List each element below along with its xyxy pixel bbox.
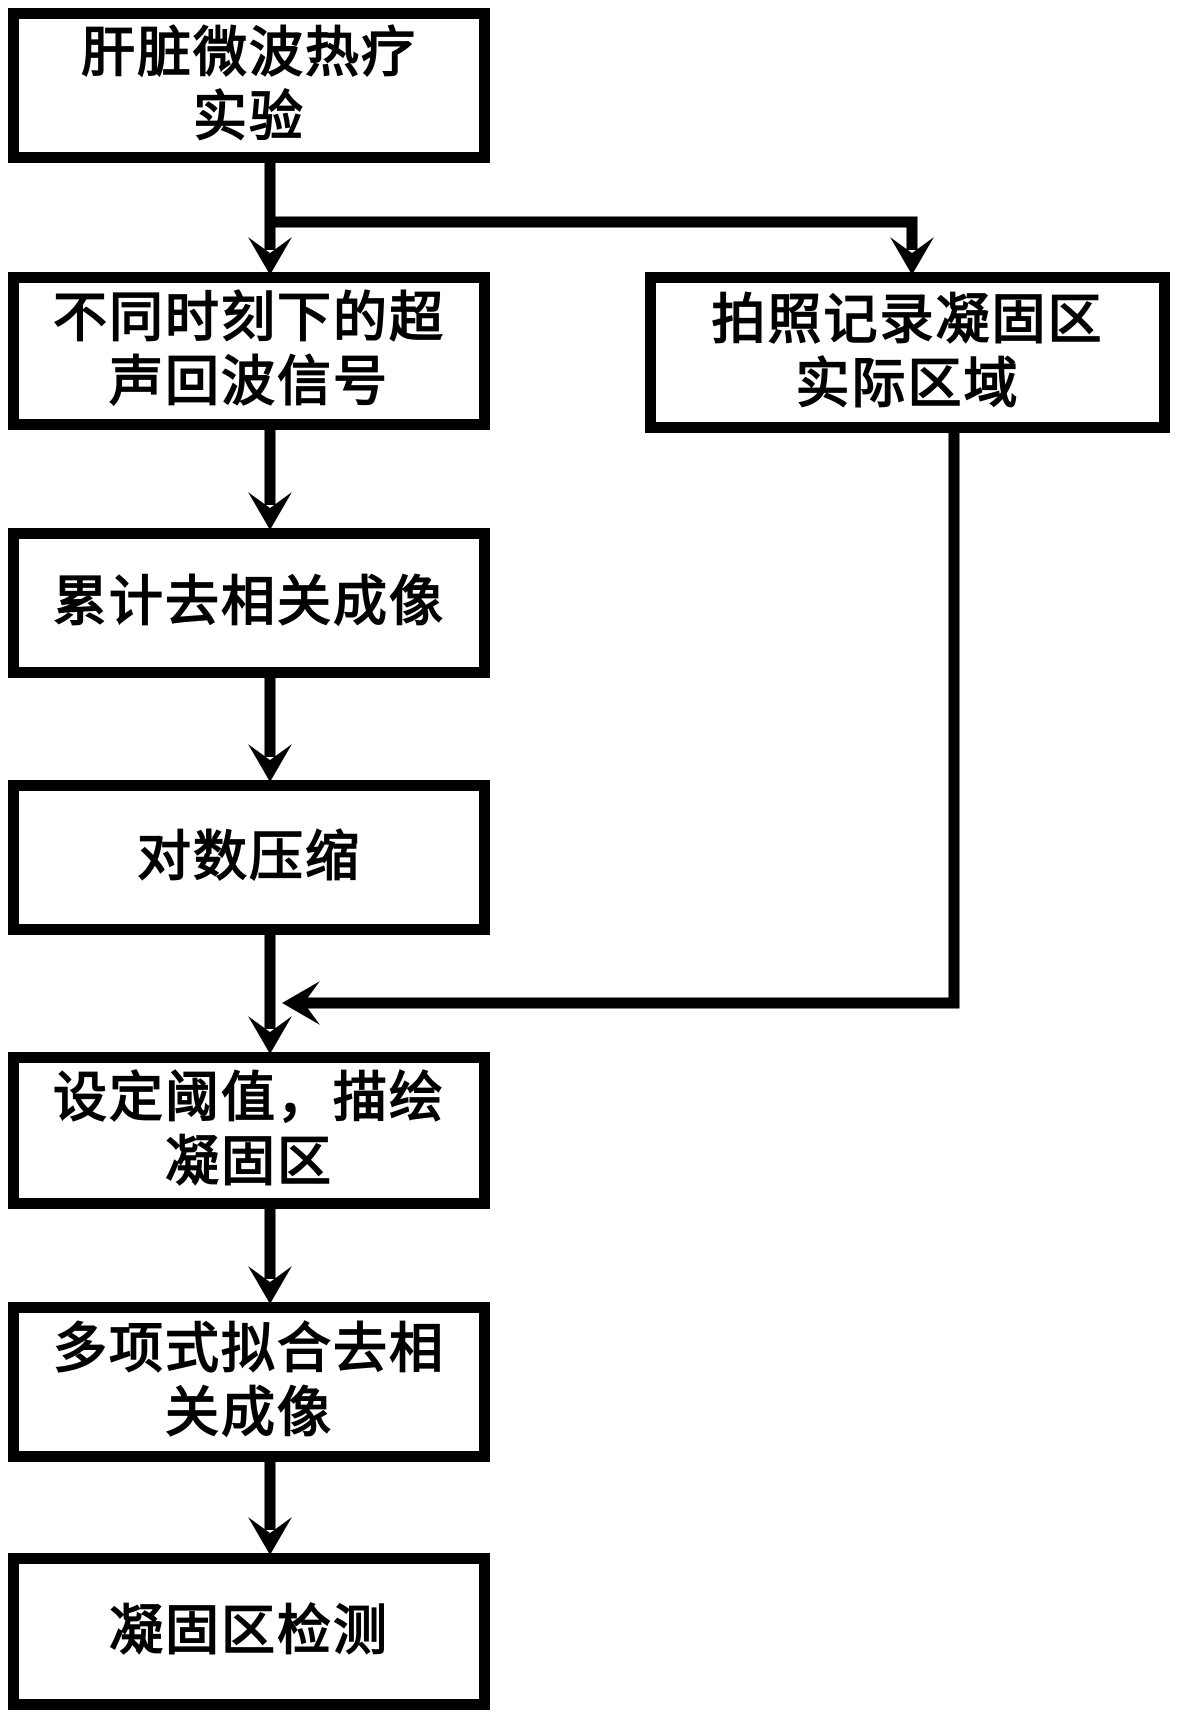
node-threshold-draw-line2: 凝固区 <box>165 1131 333 1192</box>
node-photo-record: 拍照记录凝固区 实际区域 <box>645 272 1170 433</box>
node-threshold-draw: 设定阈值，描绘 凝固区 <box>8 1052 490 1209</box>
node-cumulative-decorrelation-line1: 累计去相关成像 <box>53 572 445 633</box>
node-log-compression-line1: 对数压缩 <box>137 826 361 887</box>
arrowhead-detection <box>248 1517 292 1555</box>
node-coagulation-detection: 凝固区检测 <box>8 1553 490 1710</box>
node-polyfit-decorrelation-line1: 多项式拟合去相 <box>53 1319 445 1380</box>
node-experiment-line2: 实验 <box>193 86 305 147</box>
node-polyfit-decorrelation: 多项式拟合去相 关成像 <box>8 1302 490 1462</box>
node-echo-signals-line2: 声回波信号 <box>109 352 389 412</box>
node-photo-record-line1: 拍照记录凝固区 <box>711 289 1104 350</box>
arrowhead-polyfit <box>248 1266 292 1304</box>
node-experiment: 肝脏微波热疗 实验 <box>8 8 490 163</box>
node-photo-record-line2: 实际区域 <box>795 353 1020 414</box>
node-experiment-line1: 肝脏微波热疗 <box>81 22 417 83</box>
arrowhead-cumulative <box>248 492 292 530</box>
node-echo-signals-line1: 不同时刻下的超 <box>53 288 445 349</box>
node-cumulative-decorrelation: 累计去相关成像 <box>8 528 490 678</box>
node-coagulation-detection-line1: 凝固区检测 <box>109 1600 389 1661</box>
edge-photo-merge <box>300 431 960 1009</box>
node-log-compression: 对数压缩 <box>8 780 490 935</box>
edge-experiment-photo <box>270 216 918 250</box>
arrowhead-log <box>248 744 292 782</box>
node-polyfit-decorrelation-line2: 关成像 <box>165 1383 333 1443</box>
arrowhead-merge-left <box>282 981 320 1025</box>
arrowhead-echo <box>248 237 292 275</box>
node-threshold-draw-line1: 设定阈值，描绘 <box>53 1067 445 1128</box>
arrowhead-photo <box>890 237 934 275</box>
node-echo-signals: 不同时刻下的超 声回波信号 <box>8 272 490 430</box>
arrowhead-threshold <box>248 1016 292 1054</box>
